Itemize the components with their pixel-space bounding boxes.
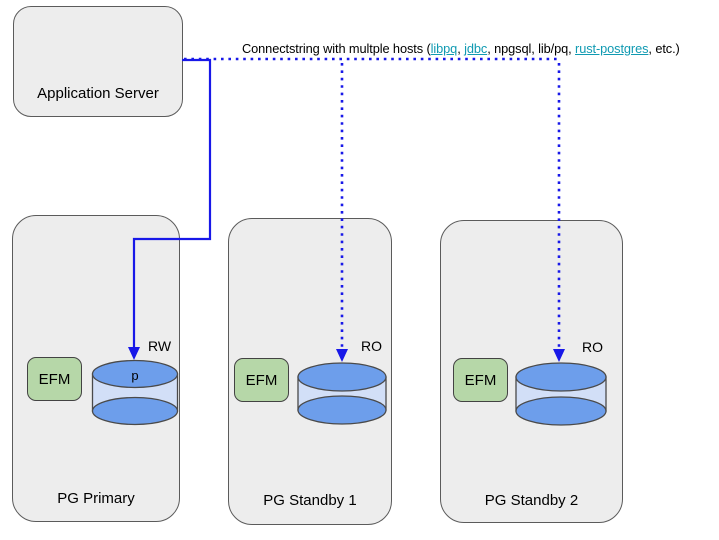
application-server-node [13, 6, 183, 117]
libpq-link[interactable]: libpq [430, 41, 458, 56]
efm-box-primary: EFM [27, 357, 82, 401]
arrowhead-primary [128, 347, 140, 360]
db-primary-letter: p [131, 368, 139, 383]
efm-box-standby2: EFM [453, 358, 508, 402]
rust-postgres-link[interactable]: rust-postgres [575, 41, 649, 56]
connectstring-text-2: , [457, 41, 465, 56]
standby1-dotted-connector [336, 63, 348, 362]
efm-label-standby2: EFM [464, 371, 497, 389]
jdbc-link[interactable]: jdbc [464, 41, 488, 56]
connectstring-text-1: Connectstring with multple hosts ( [242, 41, 431, 56]
application-server-label: Application Server [37, 85, 159, 102]
ro-label-standby1: RO [361, 338, 382, 354]
arrowhead-standby1 [336, 349, 348, 362]
efm-box-standby1: EFM [234, 358, 289, 402]
app-to-primary-connector [128, 58, 212, 360]
connectstring-text-4: , etc.) [648, 41, 680, 56]
db-cylinder-standby2 [515, 362, 607, 426]
connectstring-text-3: , npgsql, lib/pq, [487, 41, 576, 56]
connectstring-caption: Connectstring with multple hosts (libpq,… [242, 41, 680, 56]
pg-standby-1-label: PG Standby 1 [263, 492, 357, 509]
db-cylinder-primary [91, 359, 179, 426]
efm-label-standby1: EFM [245, 371, 278, 389]
rw-label-primary: RW [148, 338, 172, 354]
arrowhead-standby2 [553, 349, 565, 362]
efm-label-primary: EFM [38, 370, 71, 388]
ro-label-standby2: RO [582, 339, 603, 355]
standby2-dotted-connector [553, 63, 565, 362]
db-cylinder-standby1 [297, 362, 387, 425]
pg-standby-2-label: PG Standby 2 [484, 492, 579, 509]
pg-primary-label: PG Primary [57, 490, 135, 507]
